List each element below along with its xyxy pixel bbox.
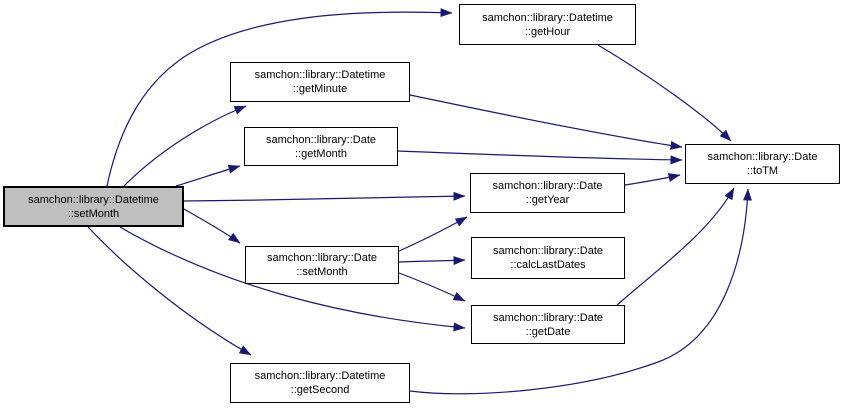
node-date-getmonth[interactable]: samchon::library::Date ::getMonth xyxy=(244,127,398,166)
node-label-line1: samchon::library::Datetime xyxy=(482,11,613,24)
node-label-line1: samchon::library::Date xyxy=(492,180,603,192)
edge-date-setmonth-to-date-getdate xyxy=(398,272,466,302)
node-label-line1: samchon::library::Date xyxy=(265,133,377,146)
node-label-line2: ::getDate xyxy=(525,325,571,338)
node-label-line2: ::getSecond xyxy=(290,384,350,396)
node-date-setmonth[interactable]: samchon::library::Date ::setMonth xyxy=(245,246,399,284)
node-datetime-gethour[interactable]: samchon::library::Datetime ::getHour xyxy=(459,4,636,45)
node-date-totm[interactable]: samchon::library::Date ::toTM xyxy=(685,144,840,184)
edge-datetime-setmonth-to-date-setmonth xyxy=(183,208,241,244)
edge-datetime-setmonth-to-datetime-getsecond xyxy=(87,226,252,356)
node-label-line2: ::toTM xyxy=(746,165,779,177)
node-datetime-getminute[interactable]: samchon::library::Datetime ::getMinute xyxy=(230,62,410,102)
node-label-line1: samchon::library::Date xyxy=(707,151,818,163)
edge-date-getdate-to-date-totm xyxy=(616,187,735,306)
node-label-line2: ::getHour xyxy=(524,25,571,38)
edge-datetime-getsecond-to-date-totm xyxy=(409,188,752,395)
edge-date-setmonth-to-date-getyear xyxy=(398,216,468,252)
edge-datetime-setmonth-to-datetime-gethour xyxy=(106,8,453,187)
edge-datetime-setmonth-to-date-getyear xyxy=(183,191,466,202)
node-date-getyear[interactable]: samchon::library::Date ::getYear xyxy=(470,173,625,213)
edge-date-getmonth-to-date-totm xyxy=(397,150,683,165)
node-label-line2: ::getYear xyxy=(525,194,570,206)
node-date-calclastdates[interactable]: samchon::library::Date ::calcLastDates xyxy=(471,237,625,279)
node-label-line2: ::getMinute xyxy=(292,83,348,95)
edge-datetime-getminute-to-date-totm xyxy=(409,94,683,150)
edge-date-setmonth-to-date-calclastdates xyxy=(398,256,466,266)
node-datetime-setmonth[interactable]: samchon::library::Datetime ::setMonth xyxy=(3,186,184,227)
node-label-line1: samchon::library::Datetime xyxy=(254,370,386,382)
edge-datetime-setmonth-to-datetime-getminute xyxy=(123,105,247,187)
node-label-line2: ::getMonth xyxy=(295,147,347,160)
node-label-line2: ::setMonth xyxy=(296,266,348,278)
node-label-line1: samchon::library::Date xyxy=(266,252,378,264)
node-label-line1: samchon::library::Date xyxy=(492,311,604,324)
node-date-getdate[interactable]: samchon::library::Date ::getDate xyxy=(471,305,625,344)
node-label-line1: samchon::library::Datetime xyxy=(28,193,159,206)
edge-date-getyear-to-date-totm xyxy=(624,173,681,186)
node-label-line1: samchon::library::Datetime xyxy=(254,69,386,81)
node-label-line1: samchon::library::Date xyxy=(492,245,604,257)
node-label-line2: ::calcLastDates xyxy=(510,259,586,271)
node-datetime-getsecond[interactable]: samchon::library::Datetime ::getSecond xyxy=(230,363,410,403)
edge-datetime-setmonth-to-date-getdate xyxy=(119,226,466,332)
node-label-line2: ::setMonth xyxy=(67,207,120,220)
edge-datetime-setmonth-to-date-getmonth xyxy=(175,164,241,187)
edge-datetime-gethour-to-date-totm xyxy=(597,44,732,142)
